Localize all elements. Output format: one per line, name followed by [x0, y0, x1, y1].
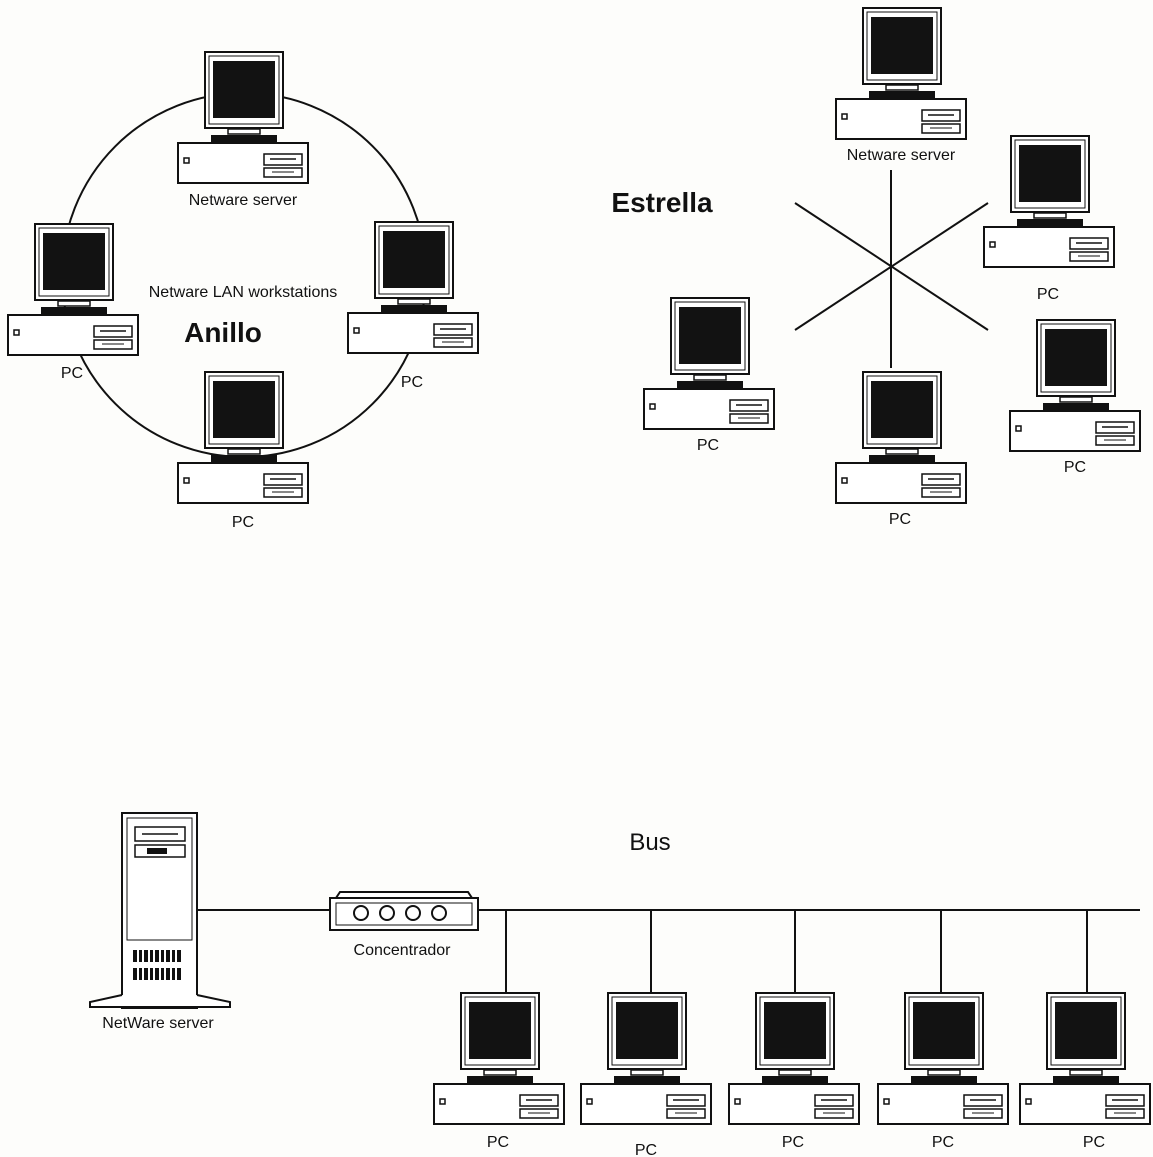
bus-pc-5 — [1019, 992, 1151, 1125]
star-pc-upper-right — [983, 135, 1115, 268]
star-netware-server — [835, 7, 967, 140]
bus-title: Bus — [629, 829, 670, 856]
ring-topology: Netware server Netware LAN workstations … — [7, 51, 479, 531]
ring-title: Anillo — [184, 317, 262, 348]
bus-pc-2 — [580, 992, 712, 1125]
bus-pc-4 — [877, 992, 1009, 1125]
star-pc-bottom — [835, 371, 967, 504]
bus-server-label: NetWare server — [102, 1015, 214, 1032]
ring-netware-server — [177, 51, 309, 184]
bus-pc-5-label: PC — [1083, 1134, 1105, 1151]
ring-pc-right — [347, 221, 479, 354]
bus-netware-tower-server — [89, 812, 231, 1009]
star-pc-bottom-label: PC — [889, 511, 911, 528]
star-pc-lower-right-label: PC — [1064, 459, 1086, 476]
star-pc-left-label: PC — [697, 437, 719, 454]
bus-pc-2-label: PC — [635, 1142, 657, 1157]
ring-pc-bottom — [177, 371, 309, 504]
ring-pc-left-label: PC — [61, 365, 83, 382]
star-pc-lower-right — [1009, 319, 1141, 452]
star-title: Estrella — [611, 187, 713, 218]
star-pc-left — [643, 297, 775, 430]
ring-pc-right-label: PC — [401, 374, 423, 391]
bus-topology: Bus — [89, 812, 1151, 1157]
ring-server-label: Netware server — [189, 192, 298, 209]
ring-pc-bottom-label: PC — [232, 514, 254, 531]
star-pc-upper-right-label: PC — [1037, 286, 1059, 303]
bus-pc-1-label: PC — [487, 1134, 509, 1151]
star-server-label: Netware server — [847, 147, 956, 164]
bus-pc-1 — [433, 992, 565, 1125]
bus-hub-concentrador — [329, 891, 479, 931]
bus-hub-label: Concentrador — [354, 942, 452, 959]
ring-pc-left — [7, 223, 139, 356]
bus-pc-3-label: PC — [782, 1134, 804, 1151]
star-topology: Netware server Estrella PC PC PC PC — [611, 7, 1141, 528]
bus-pc-3 — [728, 992, 860, 1125]
ring-caption: Netware LAN workstations — [149, 284, 338, 301]
bus-pc-4-label: PC — [932, 1134, 954, 1151]
